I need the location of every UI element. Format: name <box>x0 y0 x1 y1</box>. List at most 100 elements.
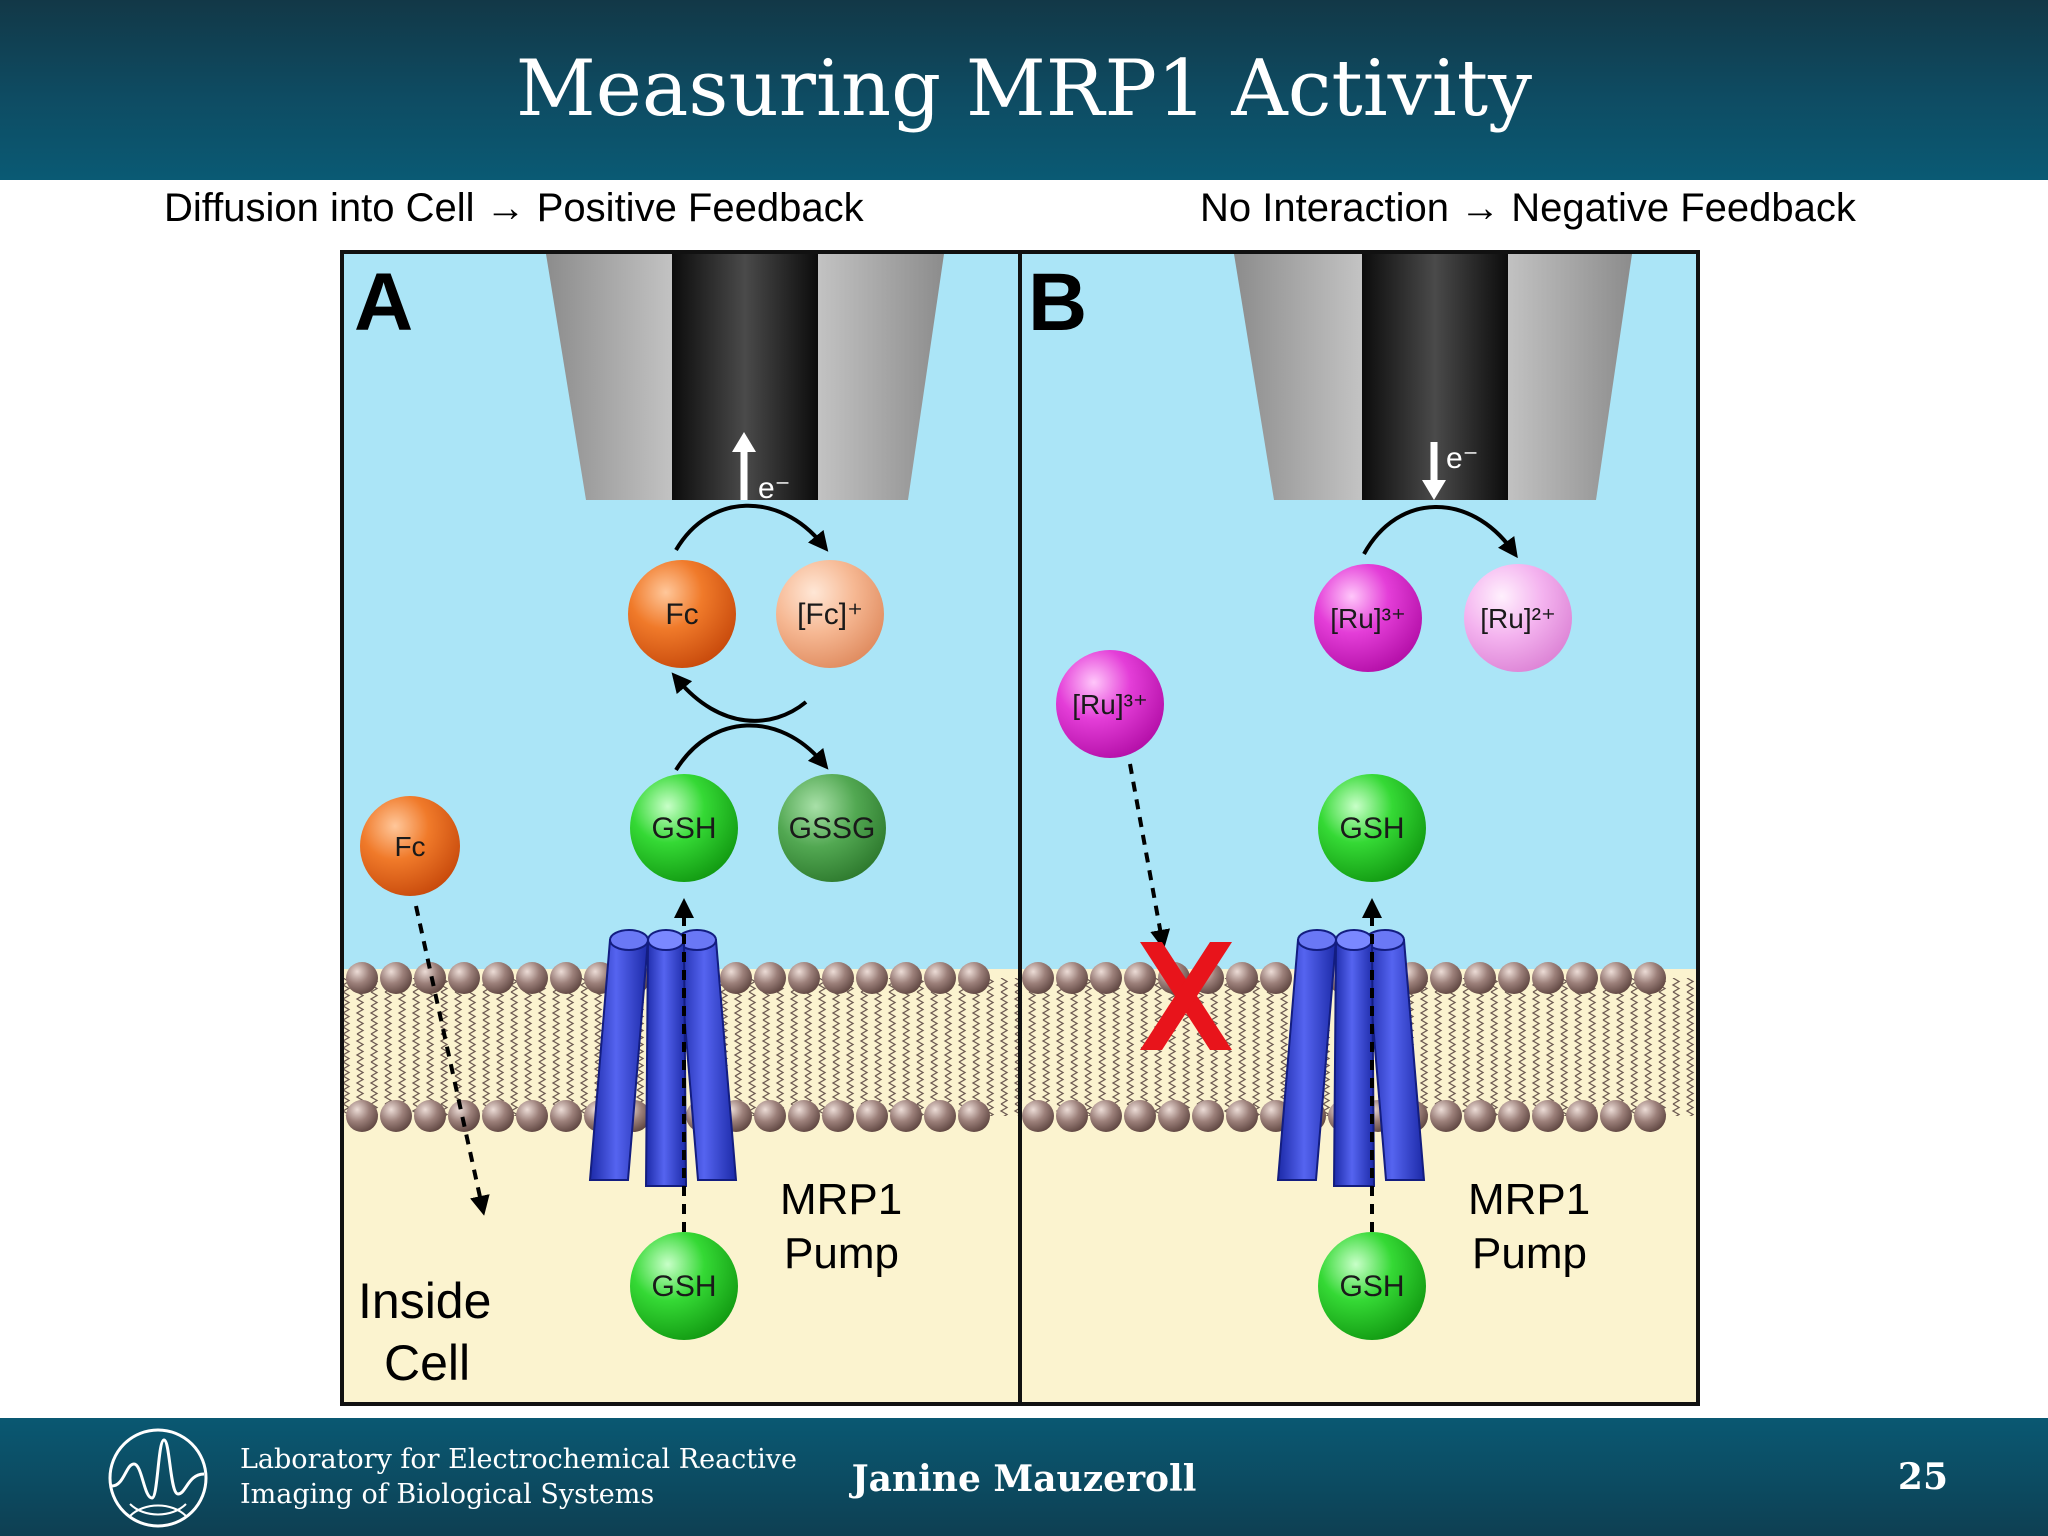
lipid-head <box>516 962 548 994</box>
lipid-head <box>1532 1100 1564 1132</box>
fc-plus-label: [Fc]⁺ <box>797 598 863 631</box>
electron-label-a: e⁻ <box>758 472 791 505</box>
lipid-head <box>924 962 956 994</box>
lab-logo-icon <box>108 1428 208 1528</box>
fc-molecule <box>628 560 736 668</box>
lipid-head <box>380 1100 412 1132</box>
lipid-head <box>754 962 786 994</box>
lipid-head <box>1600 1100 1632 1132</box>
slide-number: 25 <box>1897 1456 1948 1498</box>
panel-b-letter: B <box>1028 257 1087 348</box>
lipid-head <box>482 1100 514 1132</box>
lipid-head <box>958 1100 990 1132</box>
lipid-head <box>1464 962 1496 994</box>
panel-a: e⁻ Fc [Fc]⁺ GSH GSSG Fc GSH A MRP1 Pump … <box>344 254 1020 1402</box>
lipid-head <box>1532 962 1564 994</box>
author-name: Janine Mauzeroll <box>851 1458 1197 1500</box>
gsh-inside-label-b: GSH <box>1339 1270 1404 1303</box>
lipid-head <box>1634 1100 1666 1132</box>
lipid-head <box>448 962 480 994</box>
inside-cell-label-2: Cell <box>384 1335 470 1391</box>
ru-blocked-arrow <box>1128 763 1171 950</box>
lipid-head <box>448 1100 480 1132</box>
electron-label-b: e⁻ <box>1446 442 1479 475</box>
gsh-inside-molecule-a <box>630 1232 738 1340</box>
caption-positive-feedback: Diffusion into Cell → Positive Feedback <box>164 186 864 230</box>
lipid-head <box>414 1100 446 1132</box>
fc-label: Fc <box>665 598 698 631</box>
gsh-top-molecule-b <box>1318 774 1426 882</box>
mrp1-pump-b <box>1276 929 1426 1187</box>
lipid-head <box>1192 1100 1224 1132</box>
lab-name: Laboratory for Electrochemical Reactive … <box>240 1442 797 1512</box>
lipid-head <box>346 962 378 994</box>
lipid-head <box>1090 1100 1122 1132</box>
lab-name-line-1: Laboratory for Electrochemical Reactive <box>240 1444 798 1475</box>
lipid-head <box>924 1100 956 1132</box>
lipid-head <box>1634 962 1666 994</box>
gsh-top-label-b: GSH <box>1339 812 1404 845</box>
lipid-head <box>1566 1100 1598 1132</box>
lipid-head <box>1158 1100 1190 1132</box>
lipid-head <box>720 962 752 994</box>
lipid-head <box>1124 1100 1156 1132</box>
lipid-head <box>1226 962 1258 994</box>
lab-name-line-2: Imaging of Biological Systems <box>240 1479 655 1510</box>
lipid-head <box>516 1100 548 1132</box>
pump-label-b-2: Pump <box>1472 1229 1587 1278</box>
inside-cell-label-1: Inside <box>358 1273 491 1329</box>
panel-a-letter: A <box>354 257 413 348</box>
gsh-inside-label-a: GSH <box>651 1270 716 1303</box>
slide-title: Measuring MRP1 Activity <box>515 44 1533 134</box>
fc-diffusing-label: Fc <box>394 831 425 862</box>
ru3-left-molecule <box>1056 650 1164 758</box>
lipid-head <box>550 962 582 994</box>
gsh-top-molecule-a <box>630 774 738 882</box>
pump-label-a-1: MRP1 <box>780 1175 902 1224</box>
lipid-head <box>1464 1100 1496 1132</box>
electrode-probe-a <box>546 254 944 500</box>
lipid-head <box>856 962 888 994</box>
ru-reduction-arrow <box>1362 505 1518 559</box>
lipid-head <box>822 1100 854 1132</box>
lipid-head <box>1090 962 1122 994</box>
lipid-head <box>1498 1100 1530 1132</box>
lipid-head <box>1022 1100 1054 1132</box>
gsh-inside-molecule-b <box>1318 1232 1426 1340</box>
lipid-head <box>1056 962 1088 994</box>
ru3-top-label: [Ru]³⁺ <box>1330 603 1405 634</box>
gssg-molecule <box>778 774 886 882</box>
gssg-label: GSSG <box>789 812 876 845</box>
lipid-head <box>1430 962 1462 994</box>
caption-negative-feedback: No Interaction → Negative Feedback <box>1200 186 1856 230</box>
mrp1-pump-a <box>588 929 738 1187</box>
panel-b: e⁻ [Ru]³⁺ [Ru]²⁺ [Ru]³⁺ GSH GSH B MRP1 P… <box>1020 254 1696 1402</box>
lipid-head <box>1056 1100 1088 1132</box>
lipid-head <box>1022 962 1054 994</box>
fc-plus-molecule <box>776 560 884 668</box>
mrp1-diagram: e⁻ Fc [Fc]⁺ GSH GSSG Fc GSH A MRP1 Pump … <box>340 250 1700 1406</box>
ru2-molecule <box>1464 564 1572 672</box>
pump-label-b-1: MRP1 <box>1468 1175 1590 1224</box>
lipid-head <box>1260 962 1292 994</box>
ru2-label: [Ru]²⁺ <box>1480 603 1555 634</box>
lipid-head <box>1226 1100 1258 1132</box>
fc-oxidation-arrow <box>674 503 829 552</box>
pump-label-a-2: Pump <box>784 1229 899 1278</box>
ru3-left-label: [Ru]³⁺ <box>1072 689 1147 720</box>
fc-diffusing-molecule <box>360 796 460 896</box>
electrode-probe-b <box>1234 254 1632 500</box>
lipid-head <box>822 962 854 994</box>
lipid-head <box>1566 962 1598 994</box>
fc-diffusion-arrow <box>414 905 490 1216</box>
lipid-head <box>550 1100 582 1132</box>
fc-reduction-arrow <box>671 672 808 723</box>
lipid-head <box>856 1100 888 1132</box>
lipid-head <box>482 962 514 994</box>
blocked-x-mark <box>1140 942 1232 1050</box>
lipid-head <box>1430 1100 1462 1132</box>
lipid-head <box>1498 962 1530 994</box>
title-bar <box>0 0 2048 180</box>
lipid-head <box>754 1100 786 1132</box>
lipid-head <box>1124 962 1156 994</box>
